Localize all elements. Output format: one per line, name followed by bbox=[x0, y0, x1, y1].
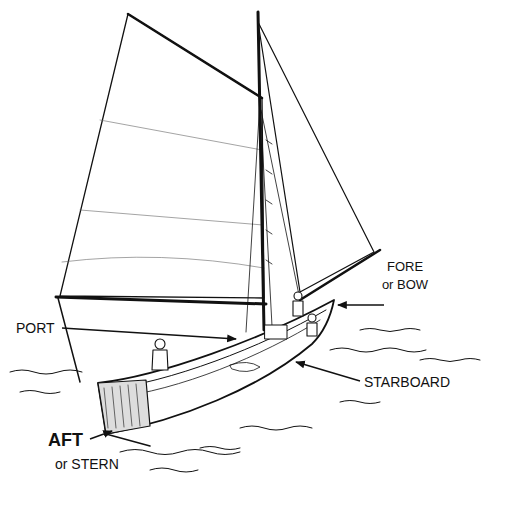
bowsprit bbox=[300, 250, 380, 300]
transom bbox=[98, 380, 150, 434]
starboard-leader bbox=[296, 362, 360, 381]
part-label: FORE or BOW bbox=[380, 258, 430, 294]
part-label: STARBOARD bbox=[364, 373, 450, 391]
hatch-box bbox=[265, 325, 287, 339]
mainsail bbox=[60, 14, 264, 298]
boom-stay bbox=[58, 298, 80, 382]
mast bbox=[258, 12, 264, 330]
part-label: or STERN bbox=[55, 455, 119, 473]
part-label: AFT bbox=[48, 429, 83, 451]
bow-leader bbox=[338, 304, 384, 305]
hull bbox=[98, 300, 334, 434]
leader-lines bbox=[62, 305, 384, 439]
boom bbox=[56, 297, 266, 304]
jib bbox=[258, 22, 374, 292]
gaff bbox=[128, 14, 262, 98]
keel bbox=[106, 434, 150, 446]
part-label: PORT bbox=[16, 319, 55, 337]
coiled-rope bbox=[230, 362, 260, 371]
port-leader bbox=[62, 328, 236, 339]
stern-leader bbox=[90, 431, 112, 439]
crew bbox=[152, 292, 317, 370]
boat-drawing bbox=[10, 12, 480, 472]
